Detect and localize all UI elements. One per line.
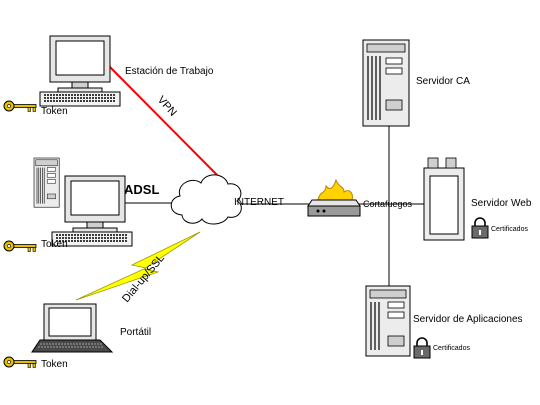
padlock-icon [413, 337, 431, 359]
workstation-computer [39, 35, 121, 107]
token-label: Token [41, 239, 68, 250]
firewall-label: Cortafuegos [363, 199, 413, 209]
web-server [423, 157, 465, 241]
ca-server-label: Servidor CA [416, 76, 470, 87]
app-server-label: Servidor de Aplicaciones [413, 314, 523, 325]
internet-cloud [170, 174, 242, 225]
web-certificates-label: Certificados [491, 226, 528, 233]
internet-label: INTERNET [234, 197, 284, 208]
padlock-icon [471, 217, 489, 239]
adsl-desktop-computer [33, 157, 133, 247]
dialup-lightning-icon [75, 231, 201, 301]
token-label: Token [41, 359, 68, 370]
key-icon [3, 240, 37, 252]
application-server [365, 285, 411, 357]
laptop-label: Portátil [120, 327, 151, 338]
token-label: Token [41, 106, 68, 117]
app-certificates-label: Certificados [433, 345, 470, 352]
workstation-label: Estación de Trabajo [125, 66, 214, 77]
vpn-link [102, 59, 225, 183]
key-icon [3, 100, 37, 112]
key-icon [3, 356, 37, 368]
firewall-device [307, 178, 361, 217]
laptop-computer [31, 303, 114, 353]
adsl-label: ADSL [124, 182, 159, 197]
ca-server [362, 39, 410, 127]
web-server-label: Servidor Web [471, 198, 532, 209]
